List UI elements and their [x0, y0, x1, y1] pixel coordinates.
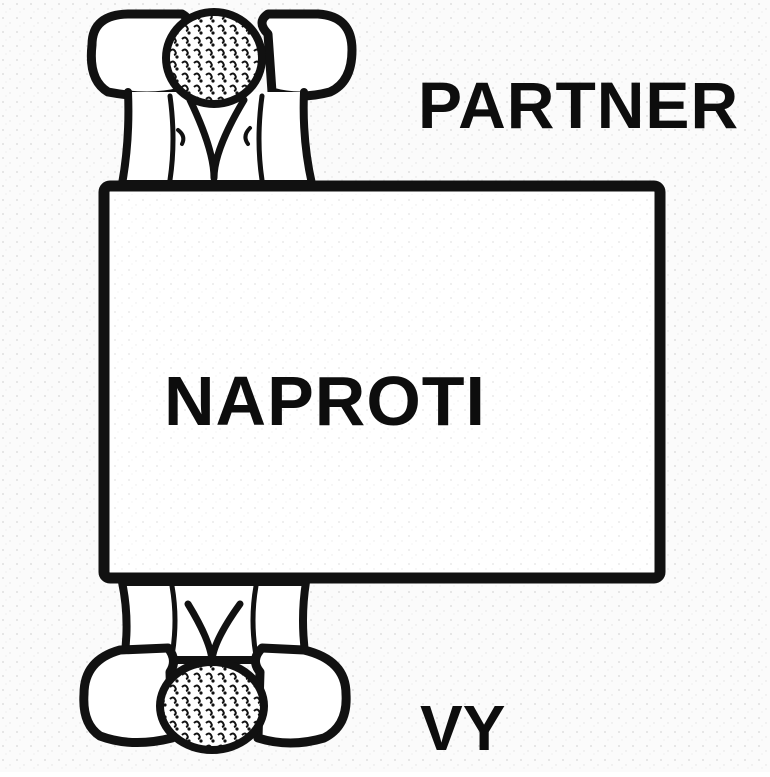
- you-figure: [84, 582, 346, 750]
- you-right-shoulder: [255, 648, 346, 743]
- partner-head: [166, 12, 262, 104]
- partner-label: PARTNER: [418, 72, 739, 138]
- you-head: [160, 662, 264, 750]
- partner-right-shoulder: [262, 14, 352, 96]
- you-label: VY: [420, 696, 505, 760]
- table-label: NAPROTI: [164, 366, 486, 436]
